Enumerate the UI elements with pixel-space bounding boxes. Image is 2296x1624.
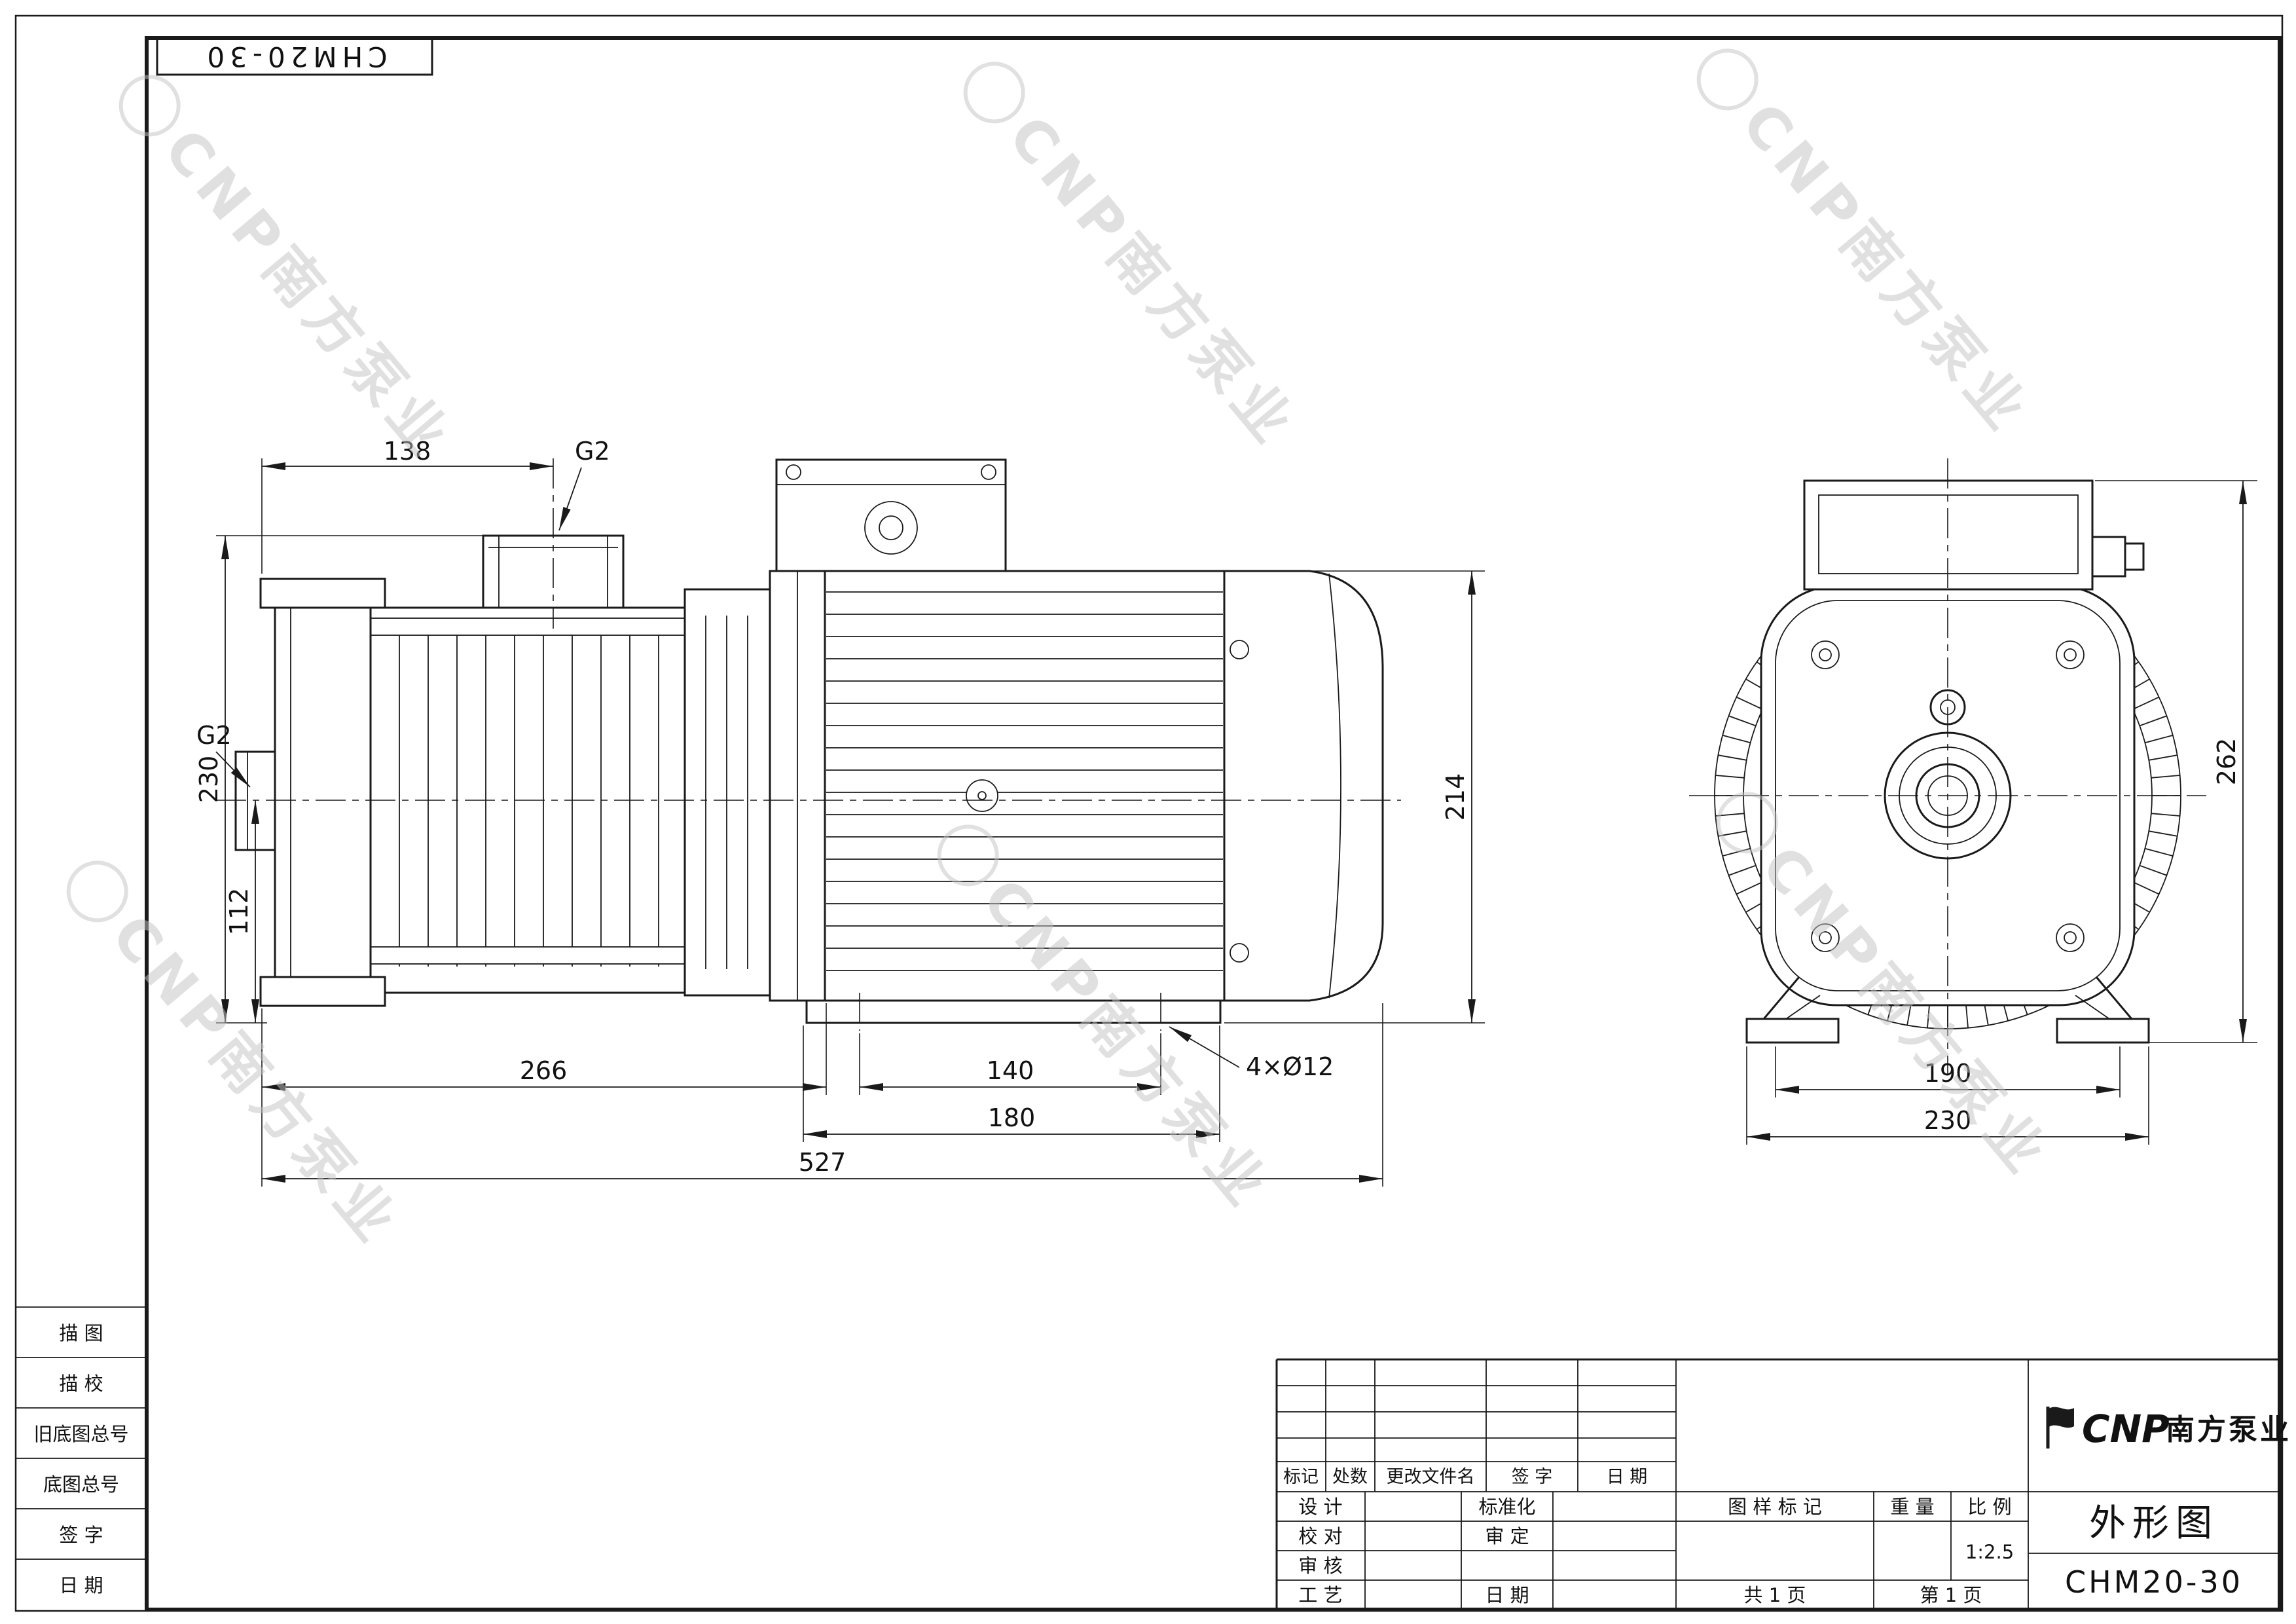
rev-header-sign: 签 字 (1512, 1467, 1553, 1487)
dim-230-side: 230 (194, 756, 223, 803)
model-number: CHM20-30 (2065, 1564, 2243, 1600)
margin-column: 描 图 描 校 旧底图总号 底图总号 签 字 日 期 (16, 1306, 147, 1596)
row-approve: 审 定 (1485, 1525, 1529, 1547)
watermark-3: CNP南方泵业 (1696, 48, 2043, 447)
end-view-feet (1745, 976, 2150, 1044)
dim-138: 138 (384, 437, 431, 466)
margin-row-miaotu: 描 图 (59, 1322, 103, 1344)
dim-112: 112 (225, 888, 253, 936)
dim-527: 527 (799, 1148, 847, 1177)
cable-gland-side (864, 501, 918, 555)
motor-feet-base (805, 999, 1222, 1024)
page-number: 第 1 页 (1920, 1584, 1982, 1606)
svg-text:CNP南方泵业: CNP南方泵业 (151, 117, 465, 473)
dim-266: 266 (520, 1056, 568, 1085)
lantern-bracket (683, 588, 771, 997)
weight-header: 重 量 (1890, 1496, 1934, 1518)
pump-end-view (1689, 458, 2206, 1074)
row-design: 设 计 (1298, 1496, 1342, 1518)
row-check: 校 对 (1298, 1525, 1342, 1547)
stamp-header: 图 样 标 记 (1728, 1496, 1822, 1518)
rev-header-date: 日 期 (1607, 1467, 1648, 1487)
foot-hole-centerlines (859, 993, 1161, 1031)
dim-190: 190 (1924, 1059, 1972, 1088)
logo-cnp-text: CNP (2082, 1407, 2170, 1451)
terminal-box-side (775, 458, 1007, 572)
row-date: 日 期 (1485, 1584, 1529, 1606)
dim-214: 214 (1441, 773, 1470, 821)
margin-row-jiuditu: 旧底图总号 (33, 1423, 128, 1445)
motor-body (824, 570, 1226, 1002)
side-view-dimensions: 138 G2 G2 230 112 266 140 180 527 (194, 437, 1485, 1187)
rev-header-count: 处数 (1332, 1467, 1368, 1487)
fan-cowl (1223, 570, 1384, 1002)
label-g2-top: G2 (575, 437, 610, 466)
dim-140: 140 (987, 1056, 1034, 1085)
svg-text:CNP南方泵业: CNP南方泵业 (1729, 91, 2043, 447)
title-block: 标记 处数 更改文件名 签 字 日 期 设 计 标准化 校 对 审 定 审 核 … (1275, 1358, 2291, 1610)
pump-head-body (274, 606, 372, 978)
dim-230-end: 230 (1924, 1106, 1972, 1135)
head-bottom-flange (259, 976, 386, 1007)
margin-row-qianzi: 签 字 (59, 1524, 103, 1546)
watermark-2: CNP南方泵业 (963, 62, 1309, 460)
logo-cn-text: 南方泵业 (2166, 1413, 2291, 1447)
tie-rod-bottom (370, 946, 685, 965)
watermark-1: CNP南方泵业 (118, 75, 465, 473)
flange-bolt-holes (1811, 640, 2085, 952)
row-process: 工 艺 (1298, 1584, 1342, 1606)
scale-value: 1:2.5 (1965, 1541, 2014, 1563)
motor-drain-plug (966, 779, 998, 812)
pages-total: 共 1 页 (1744, 1584, 1806, 1606)
sheet-border (14, 14, 2284, 1612)
margin-row-ditu: 底图总号 (43, 1473, 119, 1496)
head-top-flange (259, 578, 386, 609)
corner-label: CHM20-30 (156, 37, 433, 76)
svg-text:CNP南方泵业: CNP南方泵业 (996, 104, 1309, 460)
flag-icon (2048, 1407, 2074, 1428)
dim-180: 180 (988, 1103, 1036, 1132)
label-g2-left: G2 (196, 721, 232, 750)
pump-side-view (216, 458, 1401, 1031)
cable-gland-end (2091, 536, 2126, 578)
rev-header-file: 更改文件名 (1387, 1467, 1475, 1487)
drawing-title: 外形图 (2089, 1502, 2219, 1545)
motor-cooling-fins (826, 591, 1223, 971)
margin-row-riqi: 日 期 (59, 1574, 103, 1596)
margin-row-miaojiao: 描 校 (59, 1373, 103, 1395)
rev-header-mark: 标记 (1283, 1467, 1319, 1487)
scale-header: 比 例 (1967, 1496, 2011, 1518)
corner-model-text: CHM20-30 (202, 41, 387, 73)
cnp-logo: CNP 南方泵业 (2046, 1407, 2291, 1451)
tie-rod-top (370, 618, 685, 636)
dim-262: 262 (2212, 738, 2241, 786)
terminal-box-end (1803, 479, 2145, 591)
row-standard: 标准化 (1478, 1496, 1535, 1518)
end-view-dimensions: 262 190 230 (1746, 480, 2257, 1145)
row-review: 审 核 (1298, 1555, 1342, 1577)
label-mounting-holes: 4×Ø12 (1246, 1052, 1334, 1081)
